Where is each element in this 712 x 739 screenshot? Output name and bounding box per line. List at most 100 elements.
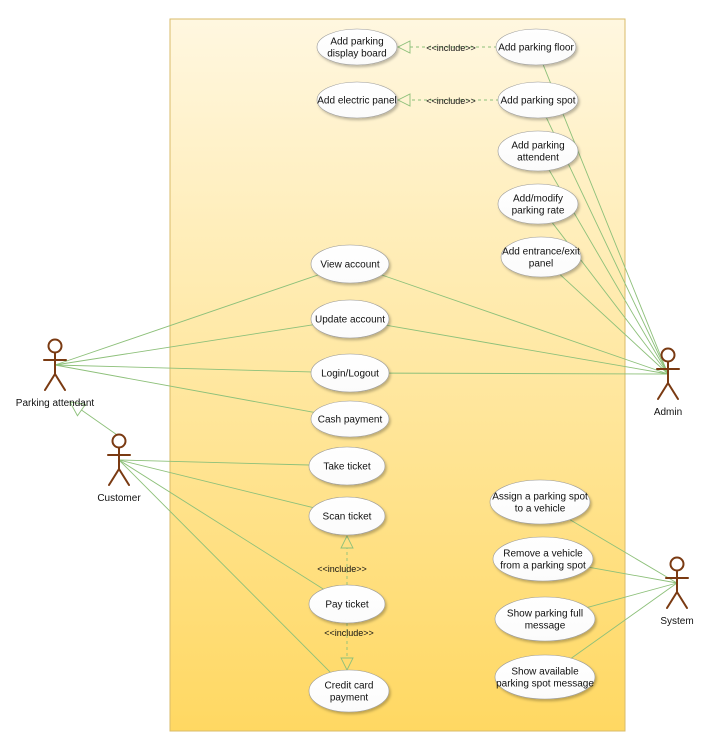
use-case-ellipse <box>316 81 398 119</box>
actor-figure-icon <box>656 347 680 400</box>
include-spot-electric-arrowhead <box>396 93 411 107</box>
association-customer-take-ticket <box>118 459 310 466</box>
use-case-ellipse <box>494 596 596 642</box>
association-parking-attendant-cash-payment <box>54 364 314 413</box>
use-case-pay-ticket: Pay ticket <box>308 584 386 624</box>
use-case-label: Take ticket <box>323 462 370 473</box>
use-case-label: Add/modify <box>513 194 563 205</box>
use-case-label: Add electric panel <box>317 96 397 107</box>
use-case-ellipse <box>489 479 591 525</box>
include-pay-scan-label: <<include>> <box>317 564 367 574</box>
actor-label: Admin <box>654 407 682 418</box>
association-system-remove-vehicle <box>589 566 678 584</box>
use-case-ellipse <box>492 536 594 582</box>
use-case-label: Add parking <box>511 141 564 152</box>
use-case-label: payment <box>330 693 369 704</box>
use-case-ellipse <box>310 299 390 339</box>
association-system-show-full <box>587 582 678 608</box>
use-case-ellipse <box>497 81 579 119</box>
include-pay-credit-label: <<include>> <box>324 628 374 638</box>
use-case-label: Show parking full <box>507 609 583 620</box>
use-case-label: Assign a parking spot <box>492 492 588 503</box>
use-case-ellipse <box>310 244 390 284</box>
actor-label: Parking attendant <box>16 398 95 409</box>
use-case-label: Scan ticket <box>323 512 372 523</box>
use-case-ellipse <box>308 584 386 624</box>
use-case-take-ticket: Take ticket <box>308 446 386 486</box>
include-floor-display-arrowhead <box>396 40 411 54</box>
associations <box>54 64 678 673</box>
association-admin-add-entrance-exit <box>559 274 669 375</box>
use-case-ellipse <box>308 496 386 536</box>
use-case-label: panel <box>529 259 553 270</box>
include-spot-electric-label: <<include>> <box>426 96 476 106</box>
use-case-login-logout: Login/Logout <box>310 353 390 393</box>
association-parking-attendant-view-account <box>54 274 319 366</box>
use-case-label: from a parking spot <box>500 561 586 572</box>
use-case-view-account: View account <box>310 244 390 284</box>
use-case-ellipse <box>495 28 577 66</box>
use-case-ellipse <box>497 130 579 172</box>
use-case-ellipse <box>316 28 398 66</box>
actor-figure-icon <box>43 338 67 391</box>
association-admin-view-account <box>381 274 669 375</box>
include-pay-scan-arrowhead <box>340 534 354 549</box>
use-case-ellipse <box>308 669 390 713</box>
association-customer-pay-ticket <box>118 459 324 590</box>
use-case-label: parking spot message <box>496 679 594 690</box>
actor-system: System <box>660 556 694 627</box>
use-case-label: Add entrance/exit <box>502 247 580 258</box>
use-case-label: Pay ticket <box>325 600 369 611</box>
use-case-scan-ticket: Scan ticket <box>308 496 386 536</box>
use-case-ellipse <box>310 400 390 438</box>
actor-figure-icon <box>107 433 131 486</box>
association-admin-add-parking-floor <box>542 64 669 375</box>
use-case-ellipse <box>497 183 579 225</box>
association-admin-login-logout <box>388 372 669 375</box>
use-case-label: Remove a vehicle <box>503 549 583 560</box>
use-case-ellipse <box>494 654 596 700</box>
use-case-cash-payment: Cash payment <box>310 400 390 438</box>
association-parking-attendant-login-logout <box>54 364 312 373</box>
use-case-label: Show available <box>511 667 579 678</box>
use-case-label: Add parking <box>330 37 383 48</box>
use-case-label: Cash payment <box>318 415 383 426</box>
use-case-label: display board <box>327 49 386 60</box>
include-relations: <<include>> <<include>> <<include>> <<inclu… <box>317 40 499 672</box>
association-customer-credit-card <box>118 459 331 673</box>
use-case-label: parking rate <box>512 206 565 217</box>
association-parking-attendant-update-account <box>54 324 313 366</box>
use-case-label: Credit card <box>325 681 374 692</box>
use-case-label: Login/Logout <box>321 369 379 380</box>
actor-admin: Admin <box>654 347 682 418</box>
use-case-label: message <box>525 621 566 632</box>
association-admin-update-account <box>386 324 669 375</box>
association-system-show-available <box>571 582 678 659</box>
include-floor-display-label: <<include>> <box>426 43 476 53</box>
actor-label: Customer <box>97 493 141 504</box>
association-customer-scan-ticket <box>118 459 314 509</box>
use-case-label: Add parking floor <box>498 43 574 54</box>
use-case-add-electric-panel: Add electric panel <box>316 81 398 119</box>
use-case-label: attendent <box>517 153 559 164</box>
use-case-ellipse <box>308 446 386 486</box>
actor-parking-attendant: Parking attendant <box>16 338 95 409</box>
use-case-label: Update account <box>315 315 385 326</box>
use-case-update-account: Update account <box>310 299 390 339</box>
generalization-arrowhead <box>69 401 87 417</box>
actor-label: System <box>660 616 693 627</box>
include-pay-credit-arrowhead <box>340 657 354 672</box>
use-case-add-parking-floor: Add parking floor <box>495 28 577 66</box>
